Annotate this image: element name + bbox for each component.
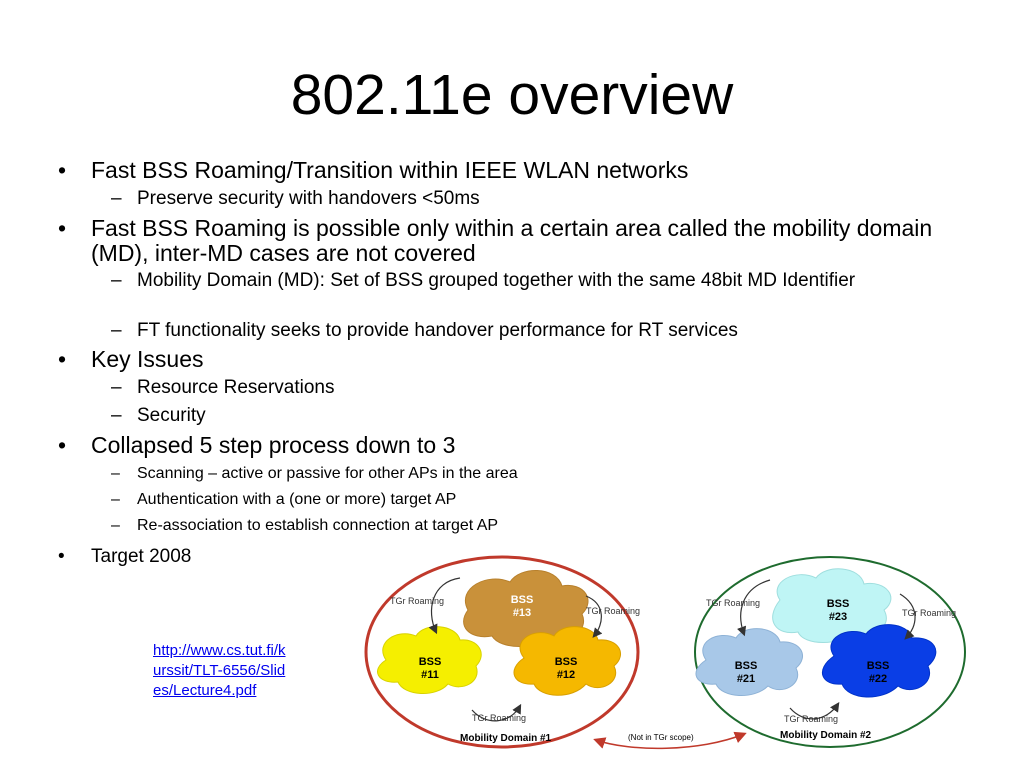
- mobility-domain-diagram: BSS #13 BSS #11 BSS #12 TGr Roaming TGr …: [364, 555, 966, 750]
- bss-11-number: #11: [421, 669, 439, 681]
- bullet-marker: •: [58, 546, 65, 567]
- roaming-arrow: [471, 703, 522, 722]
- roaming-label: TGr Roaming: [390, 596, 444, 606]
- bss-22-cloud: BSS #22: [821, 624, 937, 698]
- bss-12-label: BSS: [555, 656, 578, 668]
- bullet-collapsed-process: Collapsed 5 step process down to 3: [91, 432, 456, 458]
- sub-bullet-handover-security: Preserve security with handovers <50ms: [137, 188, 480, 209]
- sub-bullet-scanning: Scanning – active or passive for other A…: [137, 465, 518, 482]
- bss-21-label: BSS: [735, 660, 758, 672]
- sub-bullet-marker: –: [111, 517, 120, 534]
- bss-23-number: #23: [829, 611, 847, 623]
- bss-22-label: BSS: [867, 660, 890, 672]
- bullet-marker: •: [58, 346, 67, 372]
- bss-21-cloud: BSS #21: [695, 628, 803, 697]
- roaming-label: TGr Roaming: [902, 608, 956, 618]
- inter-domain-arrow: [593, 731, 747, 750]
- sub-bullet-reassociation: Re-association to establish connection a…: [137, 517, 499, 534]
- bullet-marker: •: [58, 215, 67, 241]
- bss-11-cloud: BSS #11: [377, 626, 482, 695]
- bullet-marker: •: [58, 157, 67, 183]
- roaming-label: TGr Roaming: [706, 598, 760, 608]
- sub-bullet-security: Security: [137, 405, 206, 426]
- sub-bullet-marker: –: [111, 270, 122, 291]
- bss-21-number: #21: [737, 673, 755, 685]
- inter-domain-label: (Not in TGr scope): [628, 733, 694, 742]
- bss-13-number: #13: [513, 607, 531, 619]
- sub-bullet-marker: –: [111, 491, 120, 508]
- mobility-domain-1-label: Mobility Domain #1: [460, 733, 552, 744]
- roaming-arrow: [428, 577, 461, 635]
- sub-bullet-marker: –: [111, 377, 122, 398]
- bss-23-cloud: BSS #23: [772, 568, 892, 643]
- sub-bullet-resource-reservations: Resource Reservations: [137, 377, 335, 398]
- lecture-pdf-link[interactable]: http://www.cs.tut.fi/kurssit/TLT-6556/Sl…: [153, 642, 286, 699]
- sub-bullet-marker: –: [111, 405, 122, 426]
- sub-bullet-md-definition: Mobility Domain (MD): Set of BSS grouped…: [137, 270, 856, 291]
- slide-title: 802.11e overview: [290, 63, 734, 127]
- sub-bullet-marker: –: [111, 320, 122, 341]
- mobility-domain-2-boundary: [694, 556, 966, 748]
- roaming-arrow: [899, 593, 916, 640]
- bss-23-label: BSS: [827, 598, 850, 610]
- mobility-domain-2-label: Mobility Domain #2: [780, 730, 872, 741]
- bullet-target-2008: Target 2008: [91, 546, 192, 567]
- bss-13-label: BSS: [511, 594, 534, 606]
- bss-13-cloud: BSS #13: [463, 569, 589, 647]
- sub-bullet-authentication: Authentication with a (one or more) targ…: [137, 491, 457, 508]
- bullet-marker: •: [58, 432, 67, 458]
- roaming-arrow: [585, 595, 603, 638]
- bss-11-label: BSS: [419, 656, 442, 668]
- bullet-mobility-domain: Fast BSS Roaming is possible only within…: [91, 215, 933, 266]
- sub-bullet-marker: –: [111, 188, 122, 209]
- bss-12-cloud: BSS #12: [513, 626, 621, 696]
- sub-bullet-marker: –: [111, 465, 120, 482]
- mobility-domain-1-boundary: [364, 555, 640, 749]
- sub-bullet-ft-functionality: FT functionality seeks to provide handov…: [137, 320, 738, 341]
- roaming-label: TGr Roaming: [586, 606, 640, 616]
- roaming-arrow: [789, 702, 840, 720]
- bullet-fast-bss-transition: Fast BSS Roaming/Transition within IEEE …: [91, 157, 689, 183]
- roaming-label: TGr Roaming: [472, 713, 526, 723]
- roaming-arrow: [737, 579, 771, 637]
- roaming-label: TGr Roaming: [784, 714, 838, 724]
- bss-22-number: #22: [869, 673, 887, 685]
- bss-12-number: #12: [557, 669, 575, 681]
- bullet-key-issues: Key Issues: [91, 346, 204, 372]
